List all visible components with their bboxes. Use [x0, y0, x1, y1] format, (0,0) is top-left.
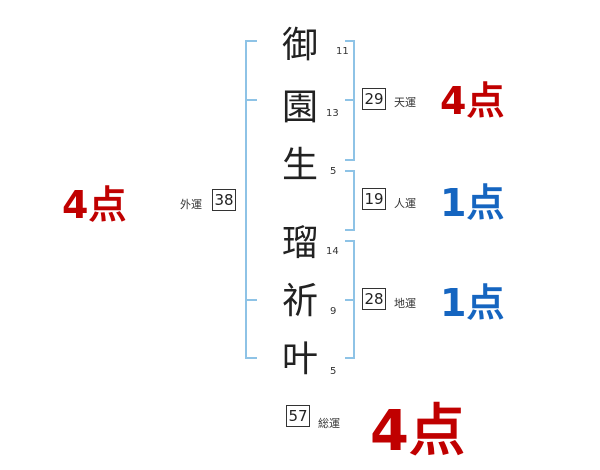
chiun-score: 1点 [440, 281, 505, 325]
stroke-count-2: 13 [326, 108, 339, 119]
jinun-value: 19 [362, 188, 386, 210]
name-char-6: 叶 [281, 339, 318, 380]
tenun-label: 天運 [394, 96, 416, 109]
tenun-value: 29 [362, 88, 386, 110]
gaiun-label: 外運 [180, 198, 202, 211]
stroke-count-4: 14 [326, 246, 339, 257]
stroke-count-6: 5 [330, 366, 337, 377]
soun-value: 57 [286, 405, 310, 427]
stroke-count-1: 11 [336, 46, 349, 57]
chiun-value: 28 [362, 288, 386, 310]
name-char-4: 瑠 [281, 223, 318, 264]
tenun-score: 4点 [440, 79, 505, 123]
name-char-5: 祈 [281, 281, 318, 322]
name-char-1: 御 [281, 25, 318, 66]
stroke-count-5: 9 [330, 306, 337, 317]
jinun-label: 人運 [394, 197, 416, 210]
chiun-label: 地運 [394, 297, 416, 310]
stroke-count-3: 5 [330, 166, 337, 177]
soun-label: 総運 [318, 417, 340, 430]
gaiun-value: 38 [212, 189, 236, 211]
soun-score: 4点 [370, 399, 465, 464]
gaiun-score: 4点 [62, 183, 127, 227]
name-char-2: 園 [281, 87, 318, 128]
jinun-score: 1点 [440, 181, 505, 225]
name-char-3: 生 [281, 145, 318, 186]
